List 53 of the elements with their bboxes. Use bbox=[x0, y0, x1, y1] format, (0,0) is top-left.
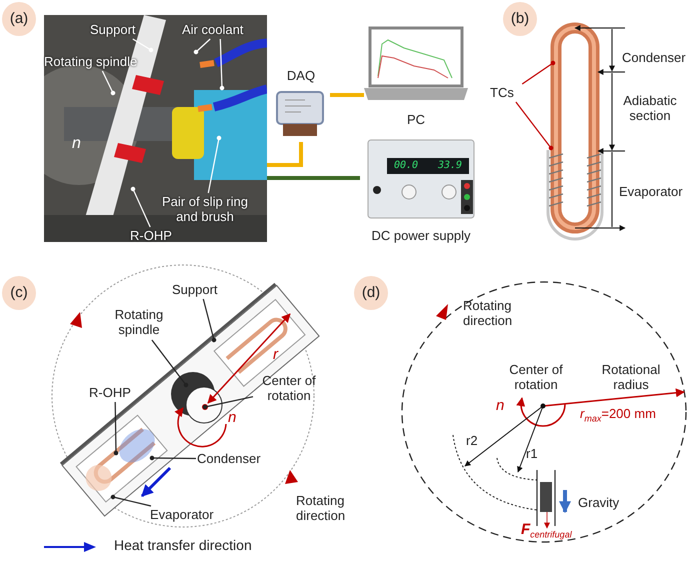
text-label: r bbox=[273, 347, 278, 362]
callout-label: TCs bbox=[490, 85, 528, 101]
display-reading: 00.0 bbox=[394, 160, 418, 171]
callout-label: Center of rotation bbox=[254, 373, 324, 405]
text-label: r$_{max}$=200 mm bbox=[580, 406, 656, 426]
leader-line bbox=[114, 402, 118, 456]
callout-label: Evaporator bbox=[150, 507, 228, 523]
leader-line bbox=[220, 38, 224, 90]
callout-label: Rotating spindle bbox=[106, 307, 172, 339]
text-label: F$_{centrifugal}$ bbox=[521, 522, 572, 542]
leader-line bbox=[110, 494, 152, 507]
display-reading: 33.9 bbox=[438, 160, 462, 171]
text-label: Rotational radius bbox=[600, 362, 662, 392]
panel-label: (b) bbox=[503, 2, 537, 36]
device-label: DC power supply bbox=[370, 228, 472, 243]
text-label: r1 bbox=[526, 446, 538, 461]
text-label: n bbox=[72, 136, 81, 151]
leader-line bbox=[194, 38, 211, 54]
leader-line bbox=[515, 102, 554, 150]
text-label: r2 bbox=[466, 433, 478, 448]
cable bbox=[267, 176, 360, 180]
callout-label: Support bbox=[90, 22, 146, 38]
callout-label: R-OHP bbox=[89, 385, 141, 401]
leader-line bbox=[150, 456, 196, 460]
leader-line bbox=[202, 298, 216, 342]
leader-line bbox=[202, 396, 254, 410]
leader-line bbox=[522, 60, 556, 84]
text-label: Condenser bbox=[622, 50, 686, 65]
text-label: Rotating direction bbox=[296, 493, 346, 523]
device-label: DAQ bbox=[286, 68, 316, 83]
legend-label: Heat transfer direction bbox=[114, 538, 252, 553]
panel-label: (a) bbox=[2, 2, 36, 36]
cable bbox=[330, 93, 364, 97]
callout-label: R-OHP bbox=[130, 228, 178, 243]
text-label: Gravity bbox=[578, 495, 620, 510]
text-label: Adiabatic section bbox=[622, 93, 678, 123]
text-label: n bbox=[228, 410, 236, 425]
text-label: n bbox=[496, 398, 504, 413]
cable bbox=[267, 142, 303, 167]
callout-label: Condenser bbox=[197, 451, 273, 467]
panel-label: (c) bbox=[2, 276, 36, 310]
text-label: Evaporator bbox=[619, 184, 683, 199]
leader-line bbox=[132, 38, 154, 52]
device-label: PC bbox=[406, 112, 426, 127]
text-label: Rotating direction bbox=[463, 298, 514, 328]
panel-label: (d) bbox=[354, 276, 388, 310]
callout-label: Air coolant bbox=[182, 22, 258, 38]
leader-line bbox=[102, 70, 116, 96]
text-label: Center of rotation bbox=[508, 362, 564, 392]
leader-line bbox=[151, 340, 188, 388]
callout-label: Support bbox=[172, 282, 230, 298]
callout-label: Pair of slip ring and brush bbox=[161, 194, 249, 226]
leader-line bbox=[130, 186, 151, 228]
